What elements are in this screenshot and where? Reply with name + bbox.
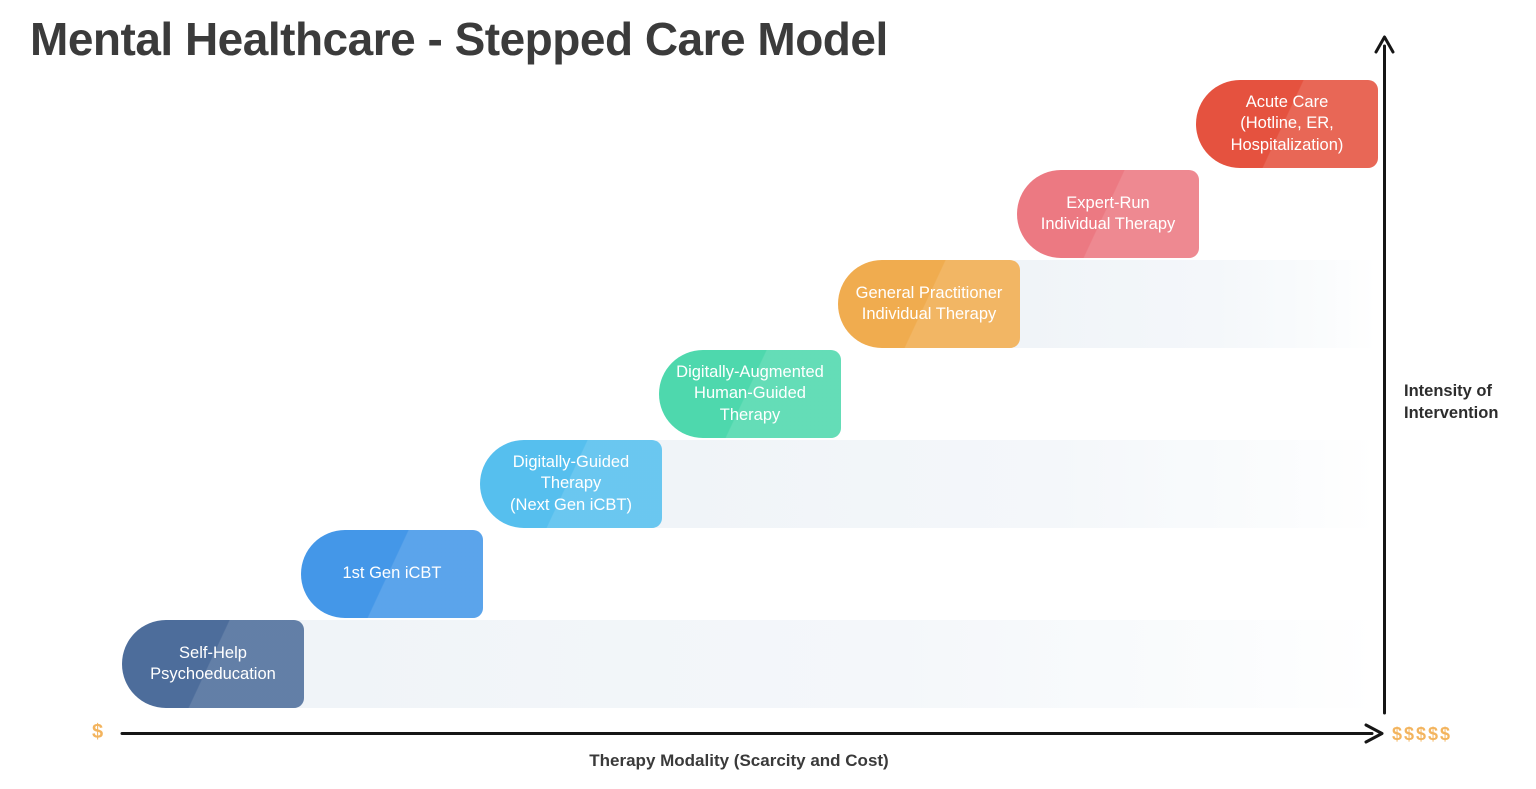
step-label-2: 1st Gen iCBT [342,564,442,583]
step-1: Self-Help Psychoeducation [122,620,1376,708]
step-5: General Practitioner Individual Therapy [838,260,1376,348]
step-4: Digitally-Augmented Human-Guided Therapy [659,350,841,438]
step-pill-2: 1st Gen iCBT [301,530,483,618]
step-band-5 [1014,260,1376,348]
step-label-6: Expert-Run Individual Therapy [1040,193,1176,233]
step-3: Digitally-Guided Therapy (Next Gen iCBT) [480,440,1376,528]
step-band-3 [656,440,1376,528]
step-label-3: Digitally-Guided Therapy (Next Gen iCBT) [510,453,632,514]
step-band-1 [298,620,1376,708]
page-title: Mental Healthcare - Stepped Care Model [30,13,888,65]
step-7: Acute Care (Hotline, ER, Hospitalization… [1196,80,1378,168]
x-axis-min-dollar: $ [92,721,104,743]
step-pill-7: Acute Care (Hotline, ER, Hospitalization… [1196,80,1378,168]
step-label-1: Self-Help Psychoeducation [150,643,276,683]
step-pill-4: Digitally-Augmented Human-Guided Therapy [659,350,841,438]
step-pill-6: Expert-Run Individual Therapy [1017,170,1199,258]
x-axis-max-dollar: $$$$$ [1392,724,1453,744]
step-label-5: General Practitioner Individual Therapy [855,283,1003,323]
step-pill-1: Self-Help Psychoeducation [122,620,304,708]
x-axis-label: Therapy Modality (Scarcity and Cost) [589,751,889,770]
step-pill-3: Digitally-Guided Therapy (Next Gen iCBT) [480,440,662,528]
step-label-4: Digitally-Augmented Human-Guided Therapy [676,363,824,424]
step-pill-5: General Practitioner Individual Therapy [838,260,1020,348]
step-label-7: Acute Care (Hotline, ER, Hospitalization… [1230,93,1344,154]
step-2: 1st Gen iCBT [301,530,483,618]
step-6: Expert-Run Individual Therapy [1017,170,1199,258]
y-axis-label: Intensity of Intervention [1404,382,1499,423]
